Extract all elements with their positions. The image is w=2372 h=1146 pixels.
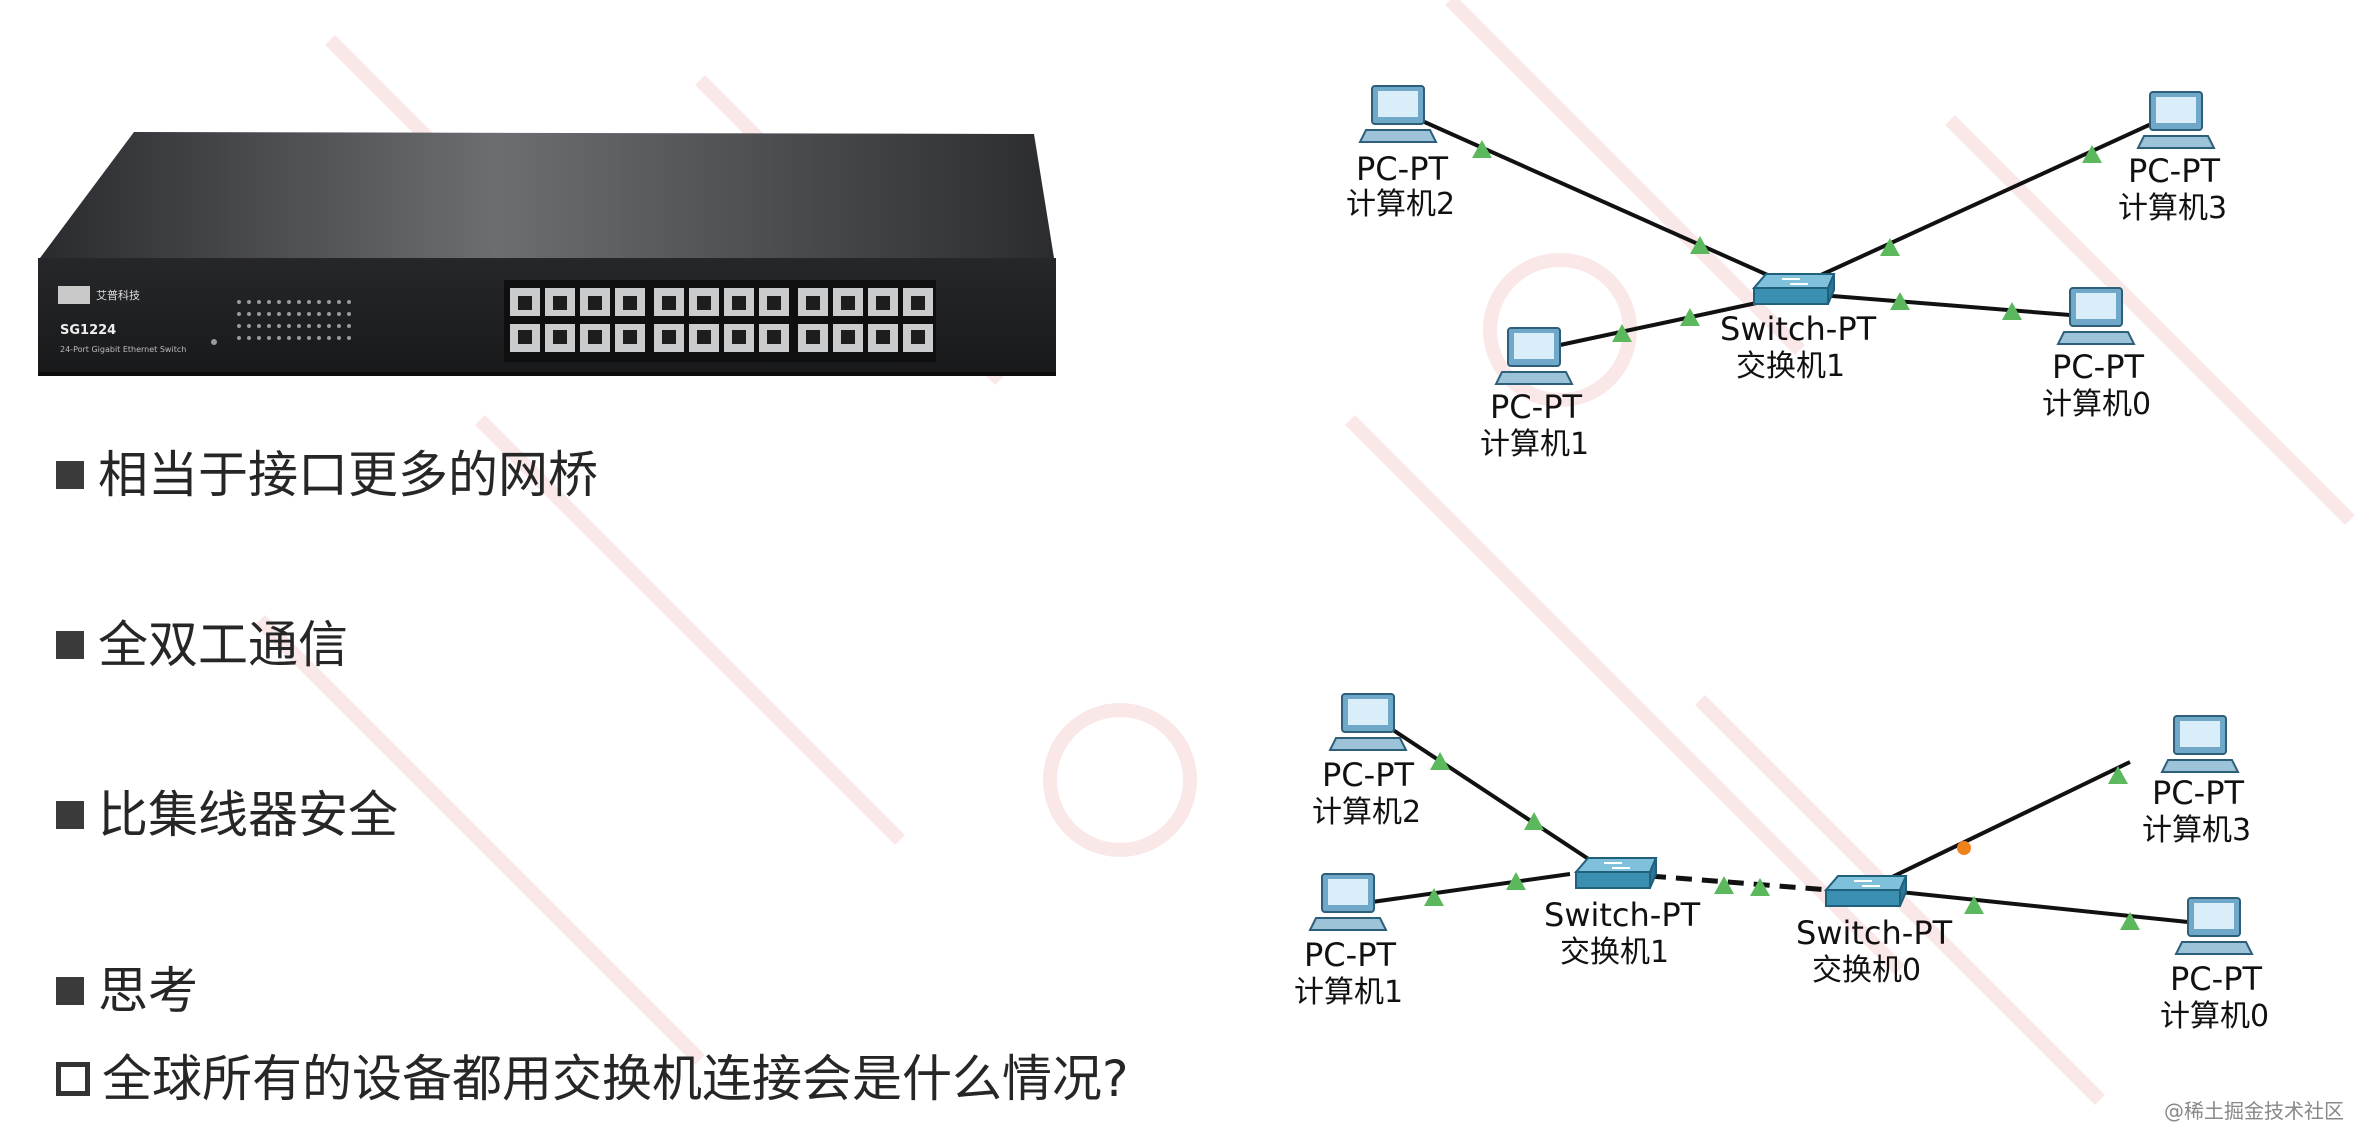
sub-bullet-text: 全球所有的设备都用交换机连接会是什么情况? [102, 1050, 1129, 1108]
credit-text: @稀土掘金技术社区 [2164, 1099, 2344, 1123]
top-pc1-type: PC-PT [1490, 388, 1582, 426]
pc-icon [1329, 693, 1407, 751]
pc-icon [2137, 91, 2215, 149]
top-switch1-type: Switch-PT [1720, 310, 1877, 348]
diagram-top: PC-PT 计算机2 PC-PT 计算机3 PC-PT 计算机1 PC-PT 计… [1346, 85, 2227, 462]
bottom-pc0-type: PC-PT [2170, 960, 2262, 998]
filled-square-icon [56, 461, 84, 489]
switch-icon [1575, 857, 1657, 889]
bottom-pc1-type: PC-PT [1304, 936, 1396, 974]
top-pc1-name: 计算机1 [1480, 427, 1589, 462]
switch-model: SG1224 [60, 323, 116, 338]
bottom-pc3-type: PC-PT [2152, 774, 2244, 812]
top-pc2-name: 计算机2 [1346, 187, 1455, 222]
sub-bullet: 全球所有的设备都用交换机连接会是什么情况? [56, 1054, 1129, 1104]
hollow-square-icon [56, 1062, 90, 1096]
top-switch1-name: 交换机1 [1736, 349, 1845, 384]
links-bottom [1371, 726, 2189, 924]
pc-icon [1309, 873, 1387, 931]
bullet-2-text: 全双工通信 [98, 616, 348, 674]
bullet-1: 相当于接口更多的网桥 [56, 450, 598, 500]
top-pc2-type: PC-PT [1356, 150, 1448, 188]
filled-square-icon [56, 977, 84, 1005]
bullet-4: 思考 [56, 966, 198, 1016]
bullet-3-text: 比集线器安全 [98, 786, 398, 844]
bottom-pc0-name: 计算机0 [2160, 999, 2269, 1034]
bottom-pc2-name: 计算机2 [1312, 795, 1421, 830]
bottom-switch0-name: 交换机0 [1812, 953, 1921, 988]
pc-icon [1495, 327, 1573, 385]
link-pending-dot [1957, 841, 1971, 855]
bottom-pc2-type: PC-PT [1322, 756, 1414, 794]
switch-description: 24-Port Gigabit Ethernet Switch [60, 345, 186, 354]
switch-ports [504, 280, 936, 362]
switch-led-matrix [211, 300, 351, 345]
bullet-4-text: 思考 [98, 962, 198, 1020]
switch-icon [1825, 875, 1907, 907]
switch-brand: 艾普科技 [96, 288, 140, 302]
top-pc0-type: PC-PT [2052, 348, 2144, 386]
filled-square-icon [56, 801, 84, 829]
switch-product-image: 艾普科技 SG1224 24-Port Gigabit Ethernet Swi… [38, 132, 1056, 376]
bottom-pc3-name: 计算机3 [2142, 813, 2251, 848]
top-pc0-name: 计算机0 [2042, 387, 2151, 422]
bullet-1-text: 相当于接口更多的网桥 [98, 446, 598, 504]
top-pc3-type: PC-PT [2128, 152, 2220, 190]
trunk-link [1649, 873, 1831, 893]
pc-icon [2161, 715, 2239, 773]
bullet-3: 比集线器安全 [56, 790, 398, 840]
bottom-switch1-name: 交换机1 [1560, 935, 1669, 970]
diagram-bottom: PC-PT 计算机2 PC-PT 计算机1 PC-PT 计算机3 PC-PT 计… [1294, 693, 2269, 1034]
switch-icon [1753, 273, 1835, 305]
bottom-switch1-type: Switch-PT [1544, 896, 1701, 934]
pc-icon [2057, 287, 2135, 345]
bullet-2: 全双工通信 [56, 620, 348, 670]
link-status-bottom [1424, 752, 2140, 930]
bottom-switch0-type: Switch-PT [1796, 914, 1953, 952]
pc-icon [1359, 85, 1437, 143]
filled-square-icon [56, 631, 84, 659]
bottom-pc1-name: 计算机1 [1294, 975, 1403, 1010]
top-pc3-name: 计算机3 [2118, 191, 2227, 226]
pc-icon [2175, 897, 2253, 955]
